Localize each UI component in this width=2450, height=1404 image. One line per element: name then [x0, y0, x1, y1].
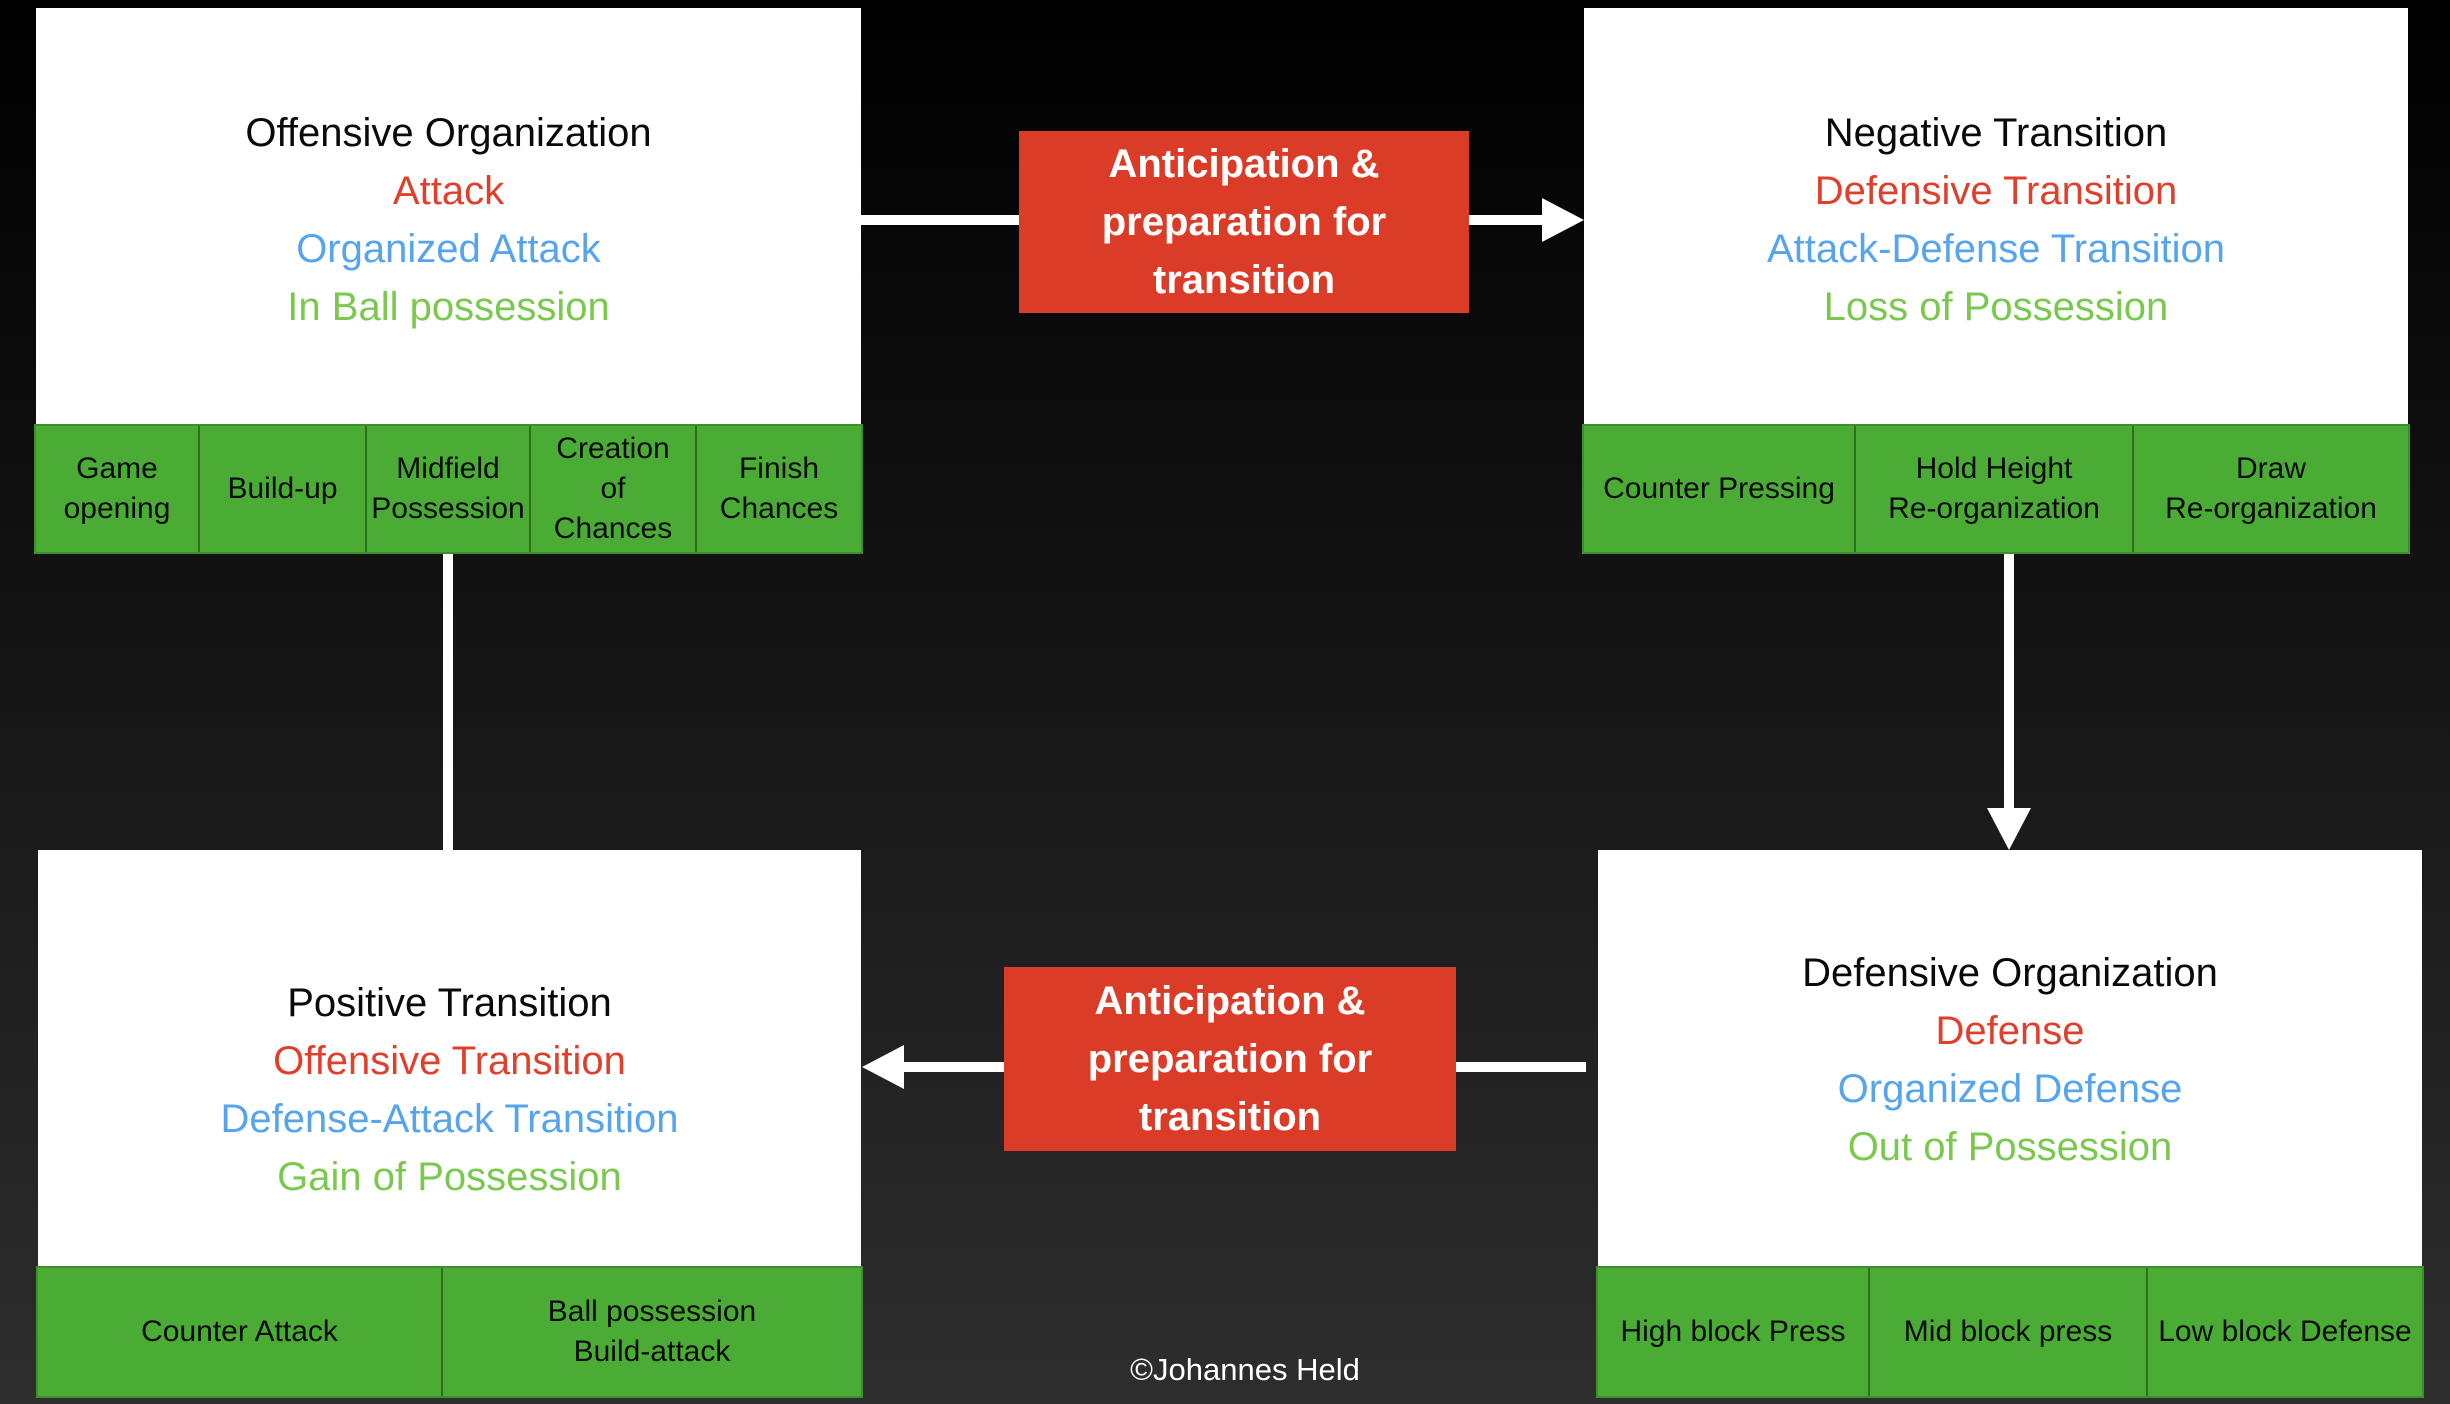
- panel-offensive-organization-title: Offensive Organization Attack Organized …: [36, 104, 861, 336]
- panel-negative-transition-title: Negative Transition Defensive Transition…: [1584, 104, 2408, 336]
- phase-cell: Ball possession Build-attack: [443, 1268, 861, 1396]
- panel-offensive-organization: Offensive Organization Attack Organized …: [36, 8, 861, 424]
- panel-subtitle-red: Defense: [1935, 1009, 2085, 1053]
- transition-banner-top: Anticipation & preparation for transitio…: [1019, 131, 1469, 313]
- panel-heading: Negative Transition: [1824, 111, 2168, 155]
- banner-line: transition: [1138, 1095, 1322, 1139]
- phase-row-offensive-organization: Game opening Build-up Midfield Possessio…: [34, 424, 863, 554]
- phase-cell: Hold Height Re-organization: [1856, 426, 2134, 552]
- phase-cell: Finish Chances: [697, 426, 861, 552]
- panel-subtitle-red: Defensive Transition: [1814, 169, 2178, 213]
- banner-line: preparation for: [1101, 200, 1387, 244]
- banner-line: transition: [1152, 258, 1336, 302]
- transition-banner-bottom: Anticipation & preparation for transitio…: [1004, 967, 1456, 1151]
- panel-heading: Defensive Organization: [1802, 951, 2218, 995]
- phase-cell: High block Press: [1598, 1268, 1870, 1396]
- panel-subtitle-red: Attack: [392, 169, 505, 213]
- panel-positive-transition-title: Positive Transition Offensive Transition…: [38, 974, 861, 1206]
- phase-row-defensive-organization: High block Press Mid block press Low blo…: [1596, 1266, 2424, 1398]
- panel-heading: Offensive Organization: [245, 111, 652, 155]
- phase-cell: Creation of Chances: [531, 426, 697, 552]
- copyright-credit: ©Johannes Held: [1130, 1352, 1360, 1387]
- banner-line: Anticipation &: [1094, 979, 1366, 1023]
- panel-subtitle-green: In Ball possession: [287, 285, 610, 329]
- panel-defensive-organization: Defensive Organization Defense Organized…: [1598, 850, 2422, 1266]
- arrow-left-icon: [862, 1045, 904, 1089]
- phase-cell: Counter Attack: [38, 1268, 443, 1396]
- arrow-down-icon: [1987, 808, 2031, 850]
- panel-negative-transition: Negative Transition Defensive Transition…: [1584, 8, 2408, 424]
- phase-cell: Low block Defense: [2148, 1268, 2422, 1396]
- panel-subtitle-blue: Defense-Attack Transition: [220, 1097, 679, 1141]
- panel-defensive-organization-title: Defensive Organization Defense Organized…: [1598, 944, 2422, 1176]
- panel-subtitle-green: Loss of Possession: [1823, 285, 2169, 329]
- banner-line: preparation for: [1087, 1037, 1373, 1081]
- phase-row-positive-transition: Counter Attack Ball possession Build-att…: [36, 1266, 863, 1398]
- panel-subtitle-green: Out of Possession: [1847, 1125, 2173, 1169]
- panel-subtitle-red: Offensive Transition: [273, 1039, 626, 1083]
- phase-cell: Draw Re-organization: [2134, 426, 2408, 552]
- phase-row-negative-transition: Counter Pressing Hold Height Re-organiza…: [1582, 424, 2410, 554]
- phase-cell: Counter Pressing: [1584, 426, 1856, 552]
- panel-subtitle-green: Gain of Possession: [277, 1155, 622, 1199]
- panel-subtitle-blue: Organized Attack: [296, 227, 601, 271]
- panel-subtitle-blue: Organized Defense: [1837, 1067, 2183, 1111]
- phase-cell: Mid block press: [1870, 1268, 2148, 1396]
- banner-line: Anticipation &: [1108, 142, 1380, 186]
- panel-heading: Positive Transition: [287, 981, 612, 1025]
- panel-positive-transition: Positive Transition Offensive Transition…: [38, 850, 861, 1266]
- phase-cell: Game opening: [36, 426, 200, 552]
- arrow-right-icon: [1542, 198, 1584, 242]
- phase-cell: Midfield Possession: [367, 426, 531, 552]
- phase-cell: Build-up: [200, 426, 367, 552]
- panel-subtitle-blue: Attack-Defense Transition: [1767, 227, 2225, 271]
